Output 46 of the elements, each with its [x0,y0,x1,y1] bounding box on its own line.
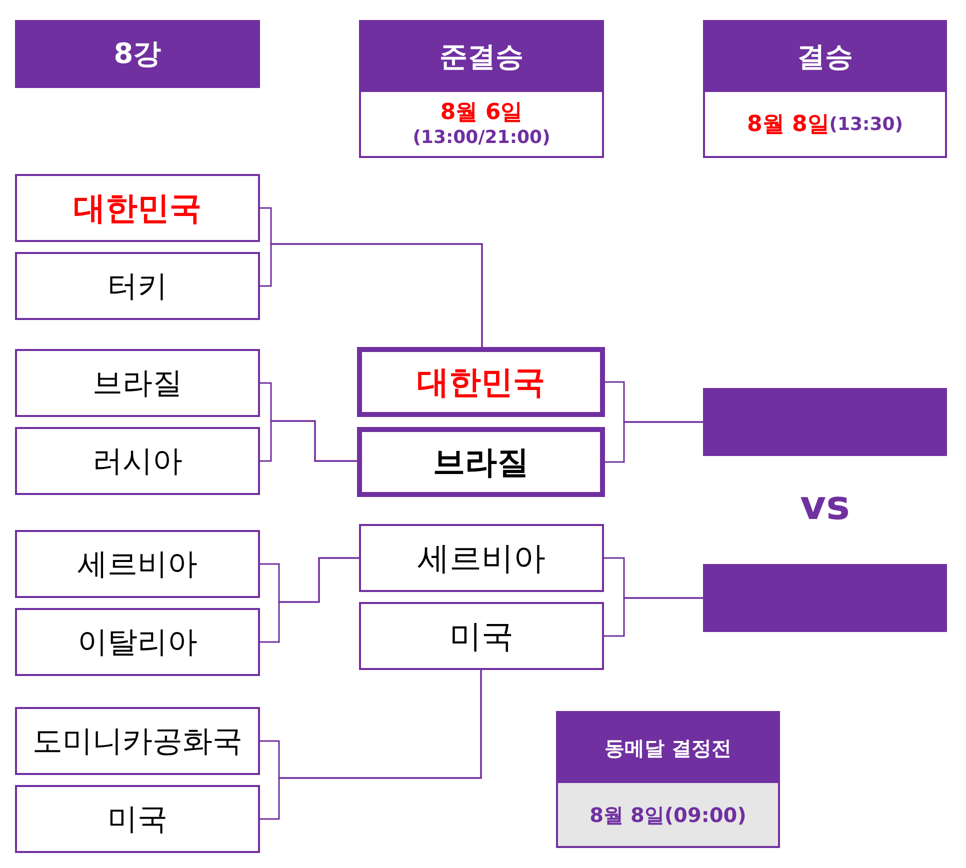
team-name: 러시아 [92,442,182,480]
team-box [357,347,605,417]
team-box [15,174,260,242]
team-box [15,707,260,775]
round-title: 준결승 [440,39,524,75]
bracket-line [260,243,483,347]
team-name: 미국 [450,616,514,657]
team-box [359,524,604,592]
bronze-match-card [556,711,780,848]
match-time: (13:30) [829,112,904,136]
match-date: 8월 8일(09:00) [590,802,746,828]
empty-slot-bar [703,564,947,632]
match-date: 8월 8일 [746,110,830,138]
team-box [15,349,260,417]
bracket-line [260,557,359,643]
team-name: 터키 [108,268,168,306]
match-date: 8월 6일 [440,99,523,126]
round-card [359,20,604,158]
versus-label: vs [800,486,850,526]
round-title: 동메달 결정전 [604,735,732,762]
round-card [703,20,947,158]
team-name: 미국 [108,800,168,838]
team-box [15,427,260,495]
team-name: 대한민국 [417,362,545,403]
team-box [15,252,260,320]
team-box [15,608,260,676]
bracket-line [605,421,703,463]
team-name: 도미니카공화국 [32,722,242,760]
round-title: 8강 [114,36,162,72]
bracket-line [260,420,357,462]
team-name: 세르비아 [418,538,546,579]
match-time: (13:00/21:00) [412,126,550,149]
round-title: 결승 [797,39,853,75]
team-name: 세르비아 [78,546,198,584]
bracket-line [260,670,482,820]
team-box [357,427,605,497]
round-header [15,20,260,88]
team-box [359,602,604,670]
team-name: 브라질 [433,442,529,483]
empty-slot-bar [703,388,947,456]
team-name: 브라질 [92,364,182,402]
team-name: 이탈리아 [78,624,198,662]
team-name: 대한민국 [74,188,202,229]
team-box [15,785,260,853]
bracket-line [604,597,703,637]
team-box [15,530,260,598]
